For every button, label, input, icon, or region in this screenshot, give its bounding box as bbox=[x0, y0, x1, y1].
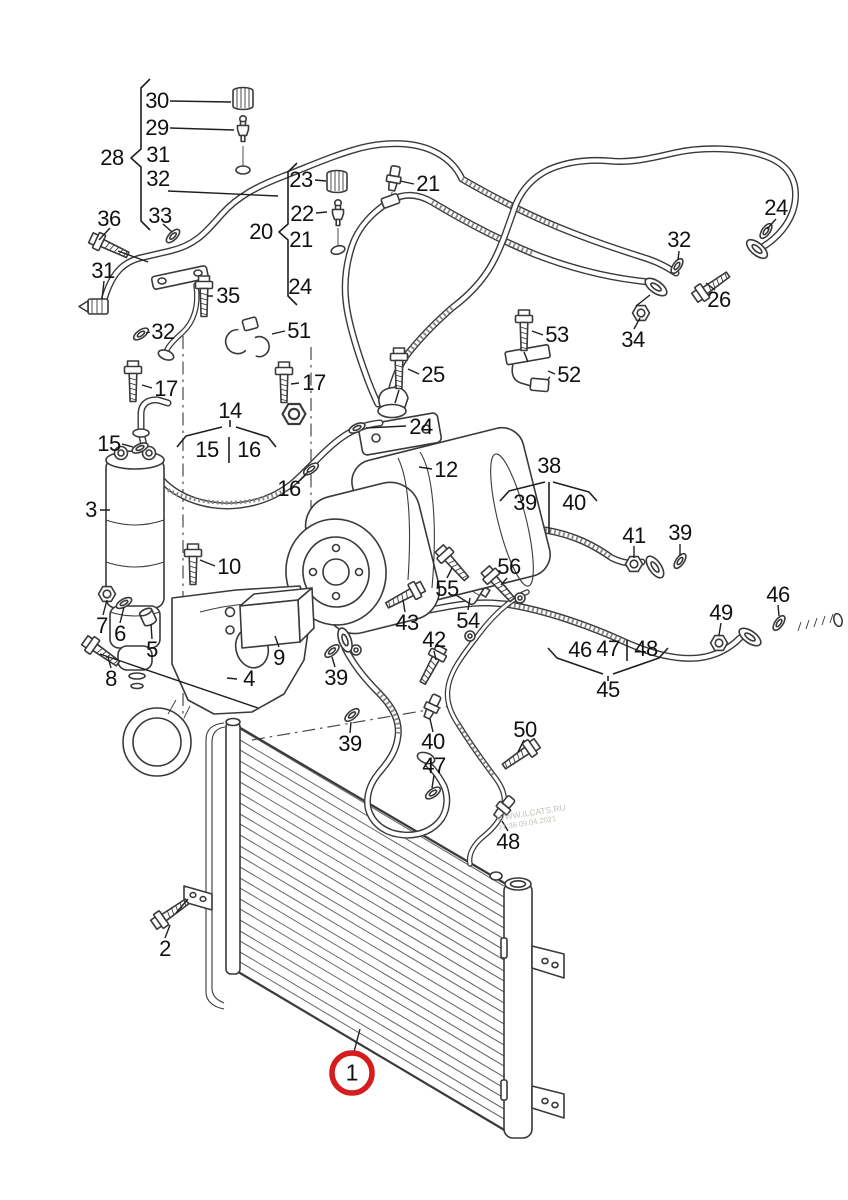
part-callout-42: 42 bbox=[422, 627, 446, 652]
part-callout-20: 20 bbox=[249, 219, 273, 244]
part-callout-24: 24 bbox=[288, 274, 312, 299]
part-callout-2: 2 bbox=[159, 936, 171, 961]
part-callout-46: 46 bbox=[766, 582, 790, 607]
part-callout-47: 47 bbox=[596, 636, 620, 661]
part-callout-30: 30 bbox=[145, 88, 169, 113]
part-callout-17: 17 bbox=[302, 370, 326, 395]
refrigerant-lines bbox=[100, 140, 844, 867]
part-callout-41: 41 bbox=[622, 523, 646, 548]
part-callout-14: 14 bbox=[218, 398, 242, 423]
expansion-unit bbox=[224, 587, 315, 649]
part-callout-39: 39 bbox=[338, 731, 362, 756]
part-callout-38: 38 bbox=[537, 453, 561, 478]
part-callout-56: 56 bbox=[497, 554, 521, 579]
part-callout-8: 8 bbox=[105, 666, 117, 691]
part-callout-3: 3 bbox=[85, 497, 97, 522]
part-callout-28: 28 bbox=[100, 145, 124, 170]
compressor-elbow-fitting bbox=[377, 386, 409, 419]
service-valve-fitting bbox=[78, 265, 209, 361]
part-callout-40: 40 bbox=[421, 729, 445, 754]
hose-to-condenser bbox=[334, 625, 451, 839]
part-callout-10: 10 bbox=[217, 554, 241, 579]
part-callout-46: 46 bbox=[568, 637, 592, 662]
part-callout-34: 34 bbox=[621, 327, 645, 352]
part-callout-12: 12 bbox=[434, 457, 458, 482]
part-callout-26: 26 bbox=[707, 287, 731, 312]
pipe-clip bbox=[224, 316, 270, 358]
part-callout-54: 54 bbox=[456, 608, 480, 633]
part-callout-45: 45 bbox=[596, 677, 620, 702]
part-callout-31: 31 bbox=[146, 142, 170, 167]
part-callout-16: 16 bbox=[277, 476, 301, 501]
part-callout-17: 17 bbox=[154, 376, 178, 401]
part-callout-15: 15 bbox=[195, 437, 219, 462]
part-callout-32: 32 bbox=[146, 166, 170, 191]
part-callout-55: 55 bbox=[435, 576, 459, 601]
part-callout-35: 35 bbox=[216, 283, 240, 308]
part-callout-29: 29 bbox=[145, 115, 169, 140]
part-callout-43: 43 bbox=[395, 610, 419, 635]
part-callout-51: 51 bbox=[287, 318, 311, 343]
part-callout-32: 32 bbox=[151, 319, 175, 344]
valves-and-sensors bbox=[232, 86, 519, 823]
part-callout-47: 47 bbox=[422, 753, 446, 778]
part-callout-24: 24 bbox=[764, 195, 788, 220]
part-callout-31: 31 bbox=[91, 258, 115, 283]
part-callout-40: 40 bbox=[562, 490, 586, 515]
part-callout-24: 24 bbox=[409, 414, 433, 439]
part-callout-16: 16 bbox=[237, 437, 261, 462]
part-callout-39: 39 bbox=[513, 490, 537, 515]
part-callout-33: 33 bbox=[148, 203, 172, 228]
receiver-drier bbox=[105, 445, 165, 690]
part-callout-39: 39 bbox=[324, 665, 348, 690]
part-callout-39: 39 bbox=[668, 520, 692, 545]
compressor bbox=[285, 412, 551, 656]
part-callout-6: 6 bbox=[114, 621, 126, 646]
part-callout-48: 48 bbox=[634, 636, 658, 661]
part-callout-5: 5 bbox=[146, 637, 158, 662]
part-callout-50: 50 bbox=[513, 717, 537, 742]
part-callout-23: 23 bbox=[289, 167, 313, 192]
leader-lines bbox=[98, 78, 780, 1053]
condenser bbox=[183, 717, 565, 1139]
part-callout-49: 49 bbox=[709, 600, 733, 625]
part-callout-4: 4 bbox=[243, 666, 255, 691]
highlight-circle bbox=[329, 1050, 375, 1096]
part-callout-9: 9 bbox=[273, 645, 285, 670]
part-callout-15: 15 bbox=[97, 431, 121, 456]
part-callout-25: 25 bbox=[421, 362, 445, 387]
part-callout-7: 7 bbox=[96, 613, 108, 638]
part-callout-52: 52 bbox=[557, 362, 581, 387]
highlighted-part-number: 1 bbox=[345, 1059, 359, 1086]
part-callout-21: 21 bbox=[289, 227, 313, 252]
part-callout-53: 53 bbox=[545, 322, 569, 347]
part-callout-21: 21 bbox=[416, 171, 440, 196]
part-callout-32: 32 bbox=[667, 227, 691, 252]
part-callout-48: 48 bbox=[496, 829, 520, 854]
part-callout-22: 22 bbox=[290, 201, 314, 226]
part-callout-36: 36 bbox=[97, 206, 121, 231]
